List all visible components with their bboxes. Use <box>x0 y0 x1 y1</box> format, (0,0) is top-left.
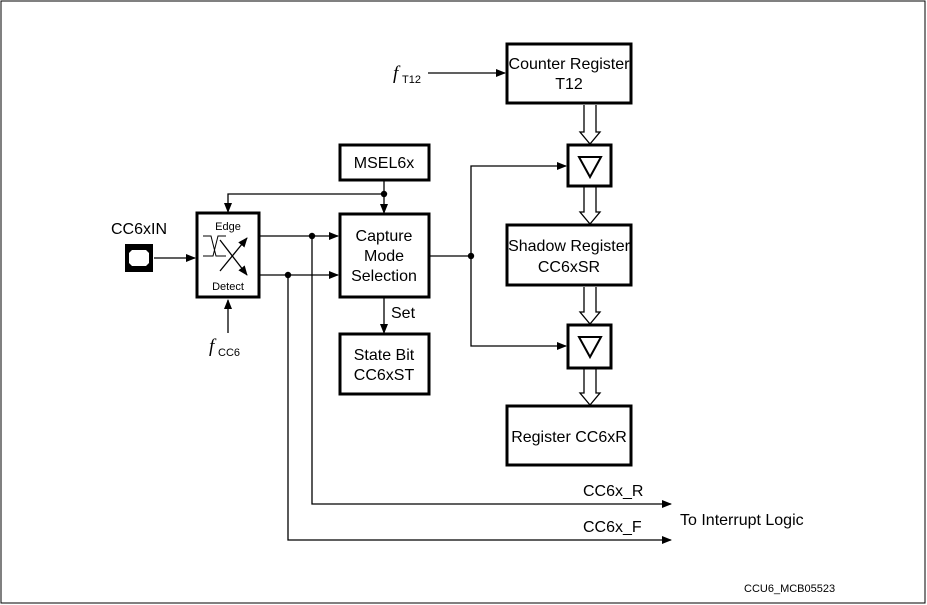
interrupt-logic-label: To Interrupt Logic <box>680 512 804 529</box>
set-label: Set <box>391 305 416 322</box>
cc6x-f-label: CC6x_F <box>583 519 642 536</box>
cc6x-r-line <box>311 236 672 508</box>
msel6x-label: MSEL6x <box>354 155 414 172</box>
capture-to-latch1-line <box>470 162 567 256</box>
svg-text:CC6: CC6 <box>218 347 240 359</box>
cc6x-r-label: CC6x_R <box>583 483 643 500</box>
shadow-register-line2: CC6xSR <box>538 259 600 276</box>
svg-text:T12: T12 <box>402 74 421 86</box>
register-cc6xr-block: Register CC6xR <box>505 404 633 467</box>
cc6xin-label: CC6xIN <box>111 221 167 238</box>
latch-2 <box>566 323 613 370</box>
edge-detect-block: Edge Detect <box>195 211 261 299</box>
fT12-clock-label: f T12 <box>393 63 421 86</box>
cc6x-f-line <box>287 275 672 544</box>
figure-id: CCU6_MCB05523 <box>744 583 835 595</box>
capture-mode-line1: Capture <box>356 228 413 245</box>
counter-register-line2: T12 <box>555 76 583 93</box>
shadow-register-block: Shadow Register CC6xSR <box>505 223 633 287</box>
capture-to-latch2-line <box>470 256 567 350</box>
hollow-arrow-latch1-to-shadow <box>578 187 602 226</box>
fCC6-clock-label: f CC6 <box>209 336 240 359</box>
cc6xin-pin-icon <box>125 244 153 272</box>
capture-mode-line2: Mode <box>364 248 404 265</box>
counter-register-line1: Counter Register <box>509 56 631 73</box>
latch-1-triangle-icon <box>577 156 603 180</box>
cross-arrow-down <box>219 239 248 276</box>
state-bit-line2: CC6xST <box>354 367 415 384</box>
rising-edge-icon <box>203 235 226 257</box>
hollow-arrow-latch2-to-register <box>578 369 602 407</box>
latch-2-triangle-icon <box>577 336 603 360</box>
counter-register-block: Counter Register T12 <box>505 42 633 105</box>
hollow-arrow-counter-to-latch1 <box>578 105 602 146</box>
edge-detect-top-label: Edge <box>215 221 241 233</box>
edge-detect-bottom-label: Detect <box>212 281 244 293</box>
shadow-register-line1: Shadow Register <box>508 238 631 255</box>
msel-to-edge-detect-line <box>224 193 384 213</box>
register-cc6xr-label: Register CC6xR <box>511 429 627 446</box>
capture-mode-line3: Selection <box>351 268 417 285</box>
capture-mode-selection-block: Capture Mode Selection <box>338 212 431 299</box>
state-bit-block: State Bit CC6xST <box>338 332 431 396</box>
svg-text:f: f <box>393 63 401 84</box>
falling-edge-icon <box>203 235 226 257</box>
svg-text:f: f <box>209 336 217 357</box>
msel6x-block: MSEL6x <box>338 143 431 182</box>
latch-1 <box>566 143 613 188</box>
cross-arrow-up <box>219 237 248 272</box>
state-bit-line1: State Bit <box>354 347 415 364</box>
hollow-arrow-shadow-to-latch2 <box>578 287 602 326</box>
